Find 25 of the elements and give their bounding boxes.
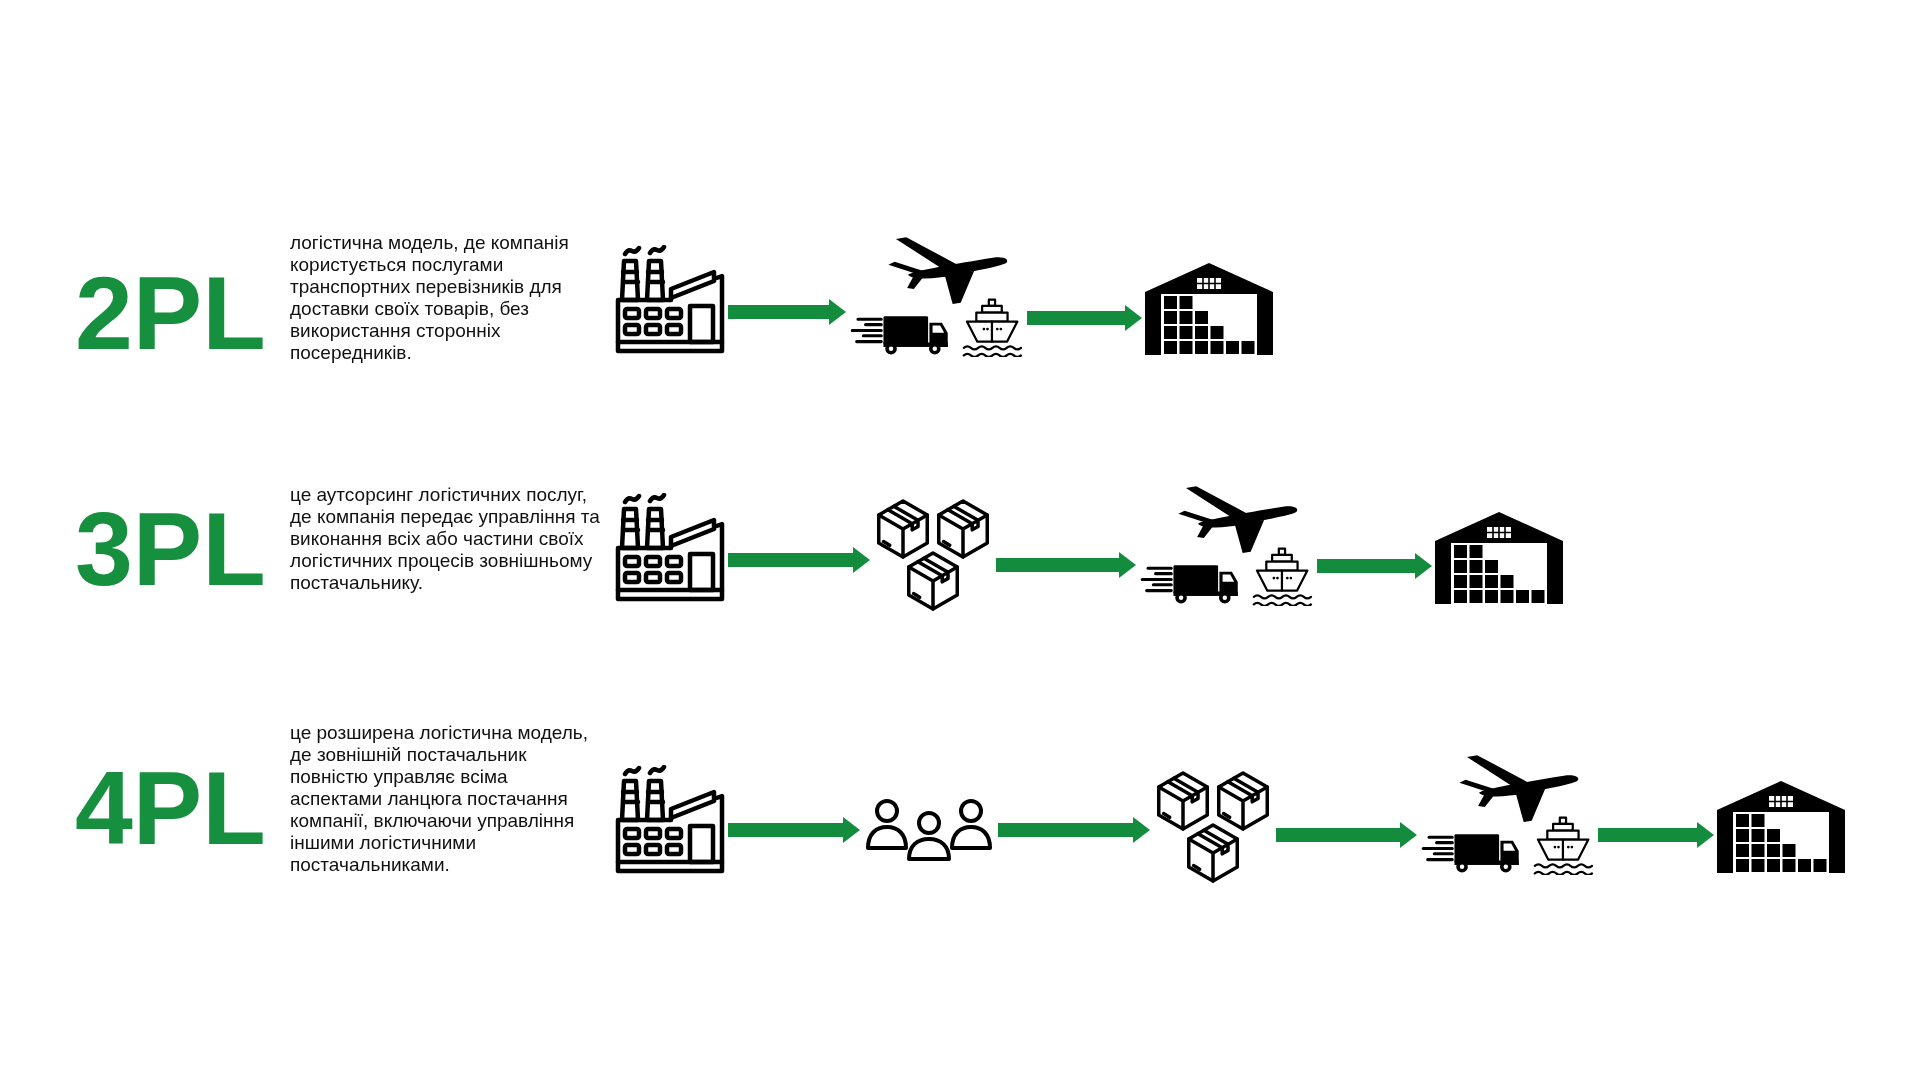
warehouse-icon [1435,512,1563,604]
arrow [728,817,860,843]
description-text: це аутсорсинг логістичних послуг, де компанія передає управління та виконання всіх або частини своїх логістичних процесів зовнішньому постачальнику. [290,484,601,594]
plane-truck-ship-icon [849,235,1024,357]
warehouse-icon [1717,781,1845,873]
factory-icon [615,765,725,875]
people-icon [863,798,995,862]
arrow [1317,553,1432,579]
model-heading: 3PL [75,497,266,601]
model-heading: 4PL [75,756,266,860]
arrow [728,299,846,325]
arrow [998,817,1150,843]
warehouse-icon [1145,263,1273,355]
arrow [1027,305,1142,331]
plane-truck-ship-icon [1420,753,1595,875]
arrow [1598,822,1714,848]
arrow [996,552,1136,578]
factory-icon [615,493,725,603]
arrow [728,547,870,573]
model-heading: 2PL [75,261,266,365]
factory-icon [615,245,725,355]
arrow [1276,822,1417,848]
plane-truck-ship-icon [1139,484,1314,606]
description-text: це розширена логістична модель, де зовнішній постачальник повністю управляє всіма аспектами ланцюга постачання компанії, включаючи управління іншими логістичними постачальниками. [290,722,590,876]
description-text: логістична модель, де компанія користується послугами транспортних перевізників для доставки своїх товарів, без використання сторонніх посередників. [290,232,570,364]
